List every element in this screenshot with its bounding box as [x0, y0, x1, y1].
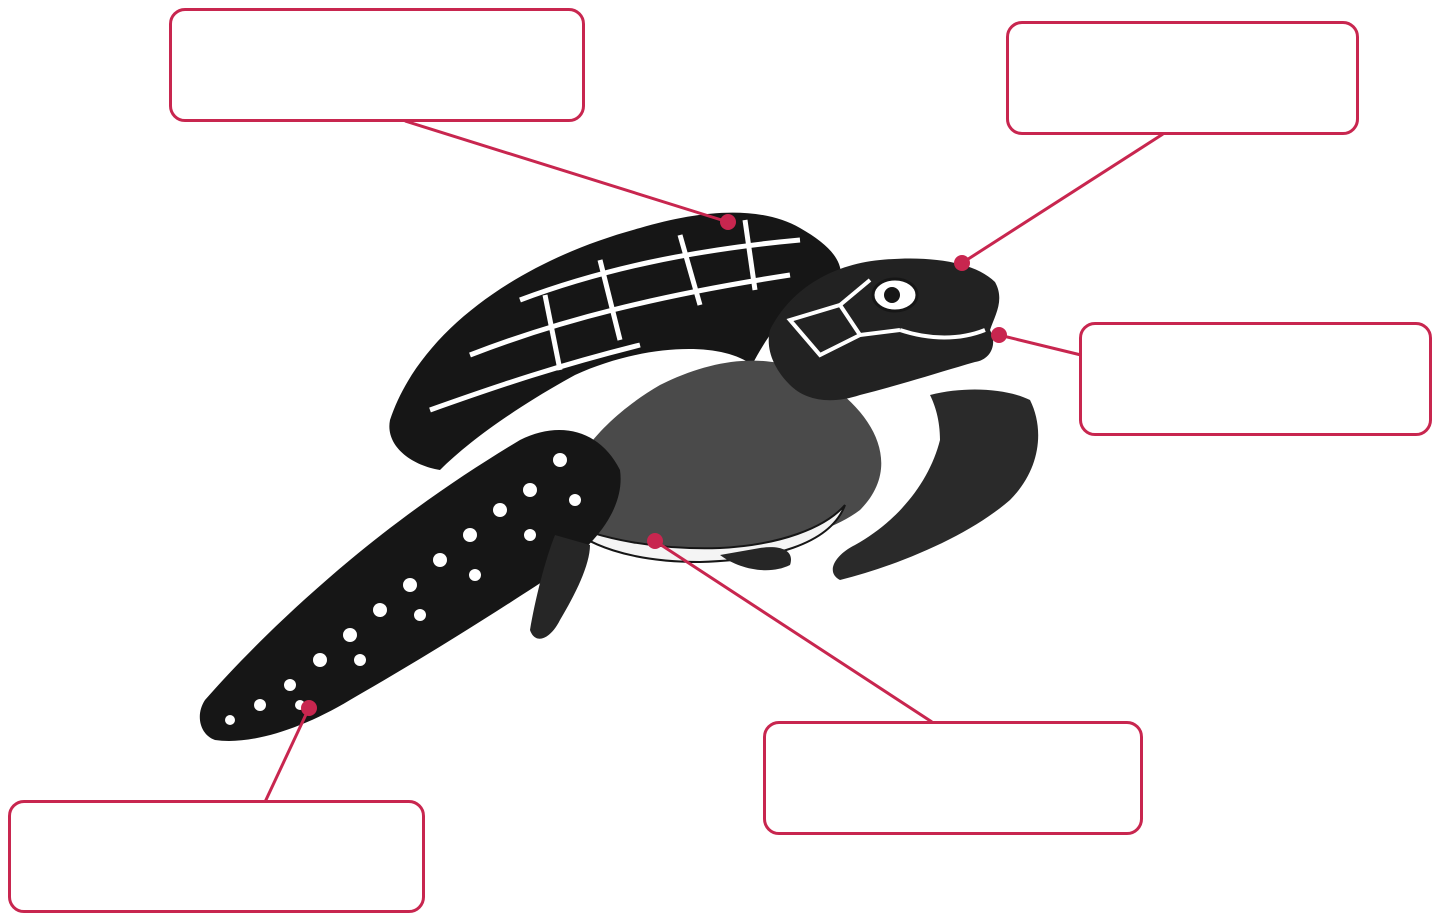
anchor-dot-nostril — [954, 255, 970, 271]
label-box-beak[interactable] — [1079, 322, 1432, 436]
rear-flipper-right — [720, 547, 791, 571]
carapace-shape — [389, 212, 841, 471]
label-box-nostril[interactable] — [1006, 21, 1359, 135]
rear-flipper-left — [530, 535, 590, 639]
flipper-scales — [225, 453, 581, 725]
head-scales — [786, 278, 986, 358]
leader-line-plastron — [654, 539, 933, 724]
anchor-dots — [301, 214, 1007, 716]
leader-line-nostril — [961, 132, 1164, 265]
label-box-plastron[interactable] — [763, 721, 1143, 835]
right-flipper-shape — [832, 389, 1039, 580]
eye-pupil — [884, 287, 900, 303]
anchor-dot-beak — [991, 327, 1007, 343]
anchor-dot-plastron — [647, 533, 663, 549]
leader-line-beak — [998, 333, 1082, 357]
label-box-flipper[interactable] — [8, 800, 425, 913]
head-shape — [768, 258, 1000, 401]
anchor-dot-flipper — [301, 700, 317, 716]
anchor-dot-shell — [720, 214, 736, 230]
leader-lines — [263, 119, 1164, 803]
leader-line-flipper — [263, 707, 311, 803]
leader-line-shell — [404, 119, 729, 224]
sea-turtle-drawing — [199, 212, 1039, 741]
carapace-scutes — [429, 219, 801, 413]
label-box-shell[interactable] — [169, 8, 585, 122]
body-shape — [560, 360, 882, 549]
